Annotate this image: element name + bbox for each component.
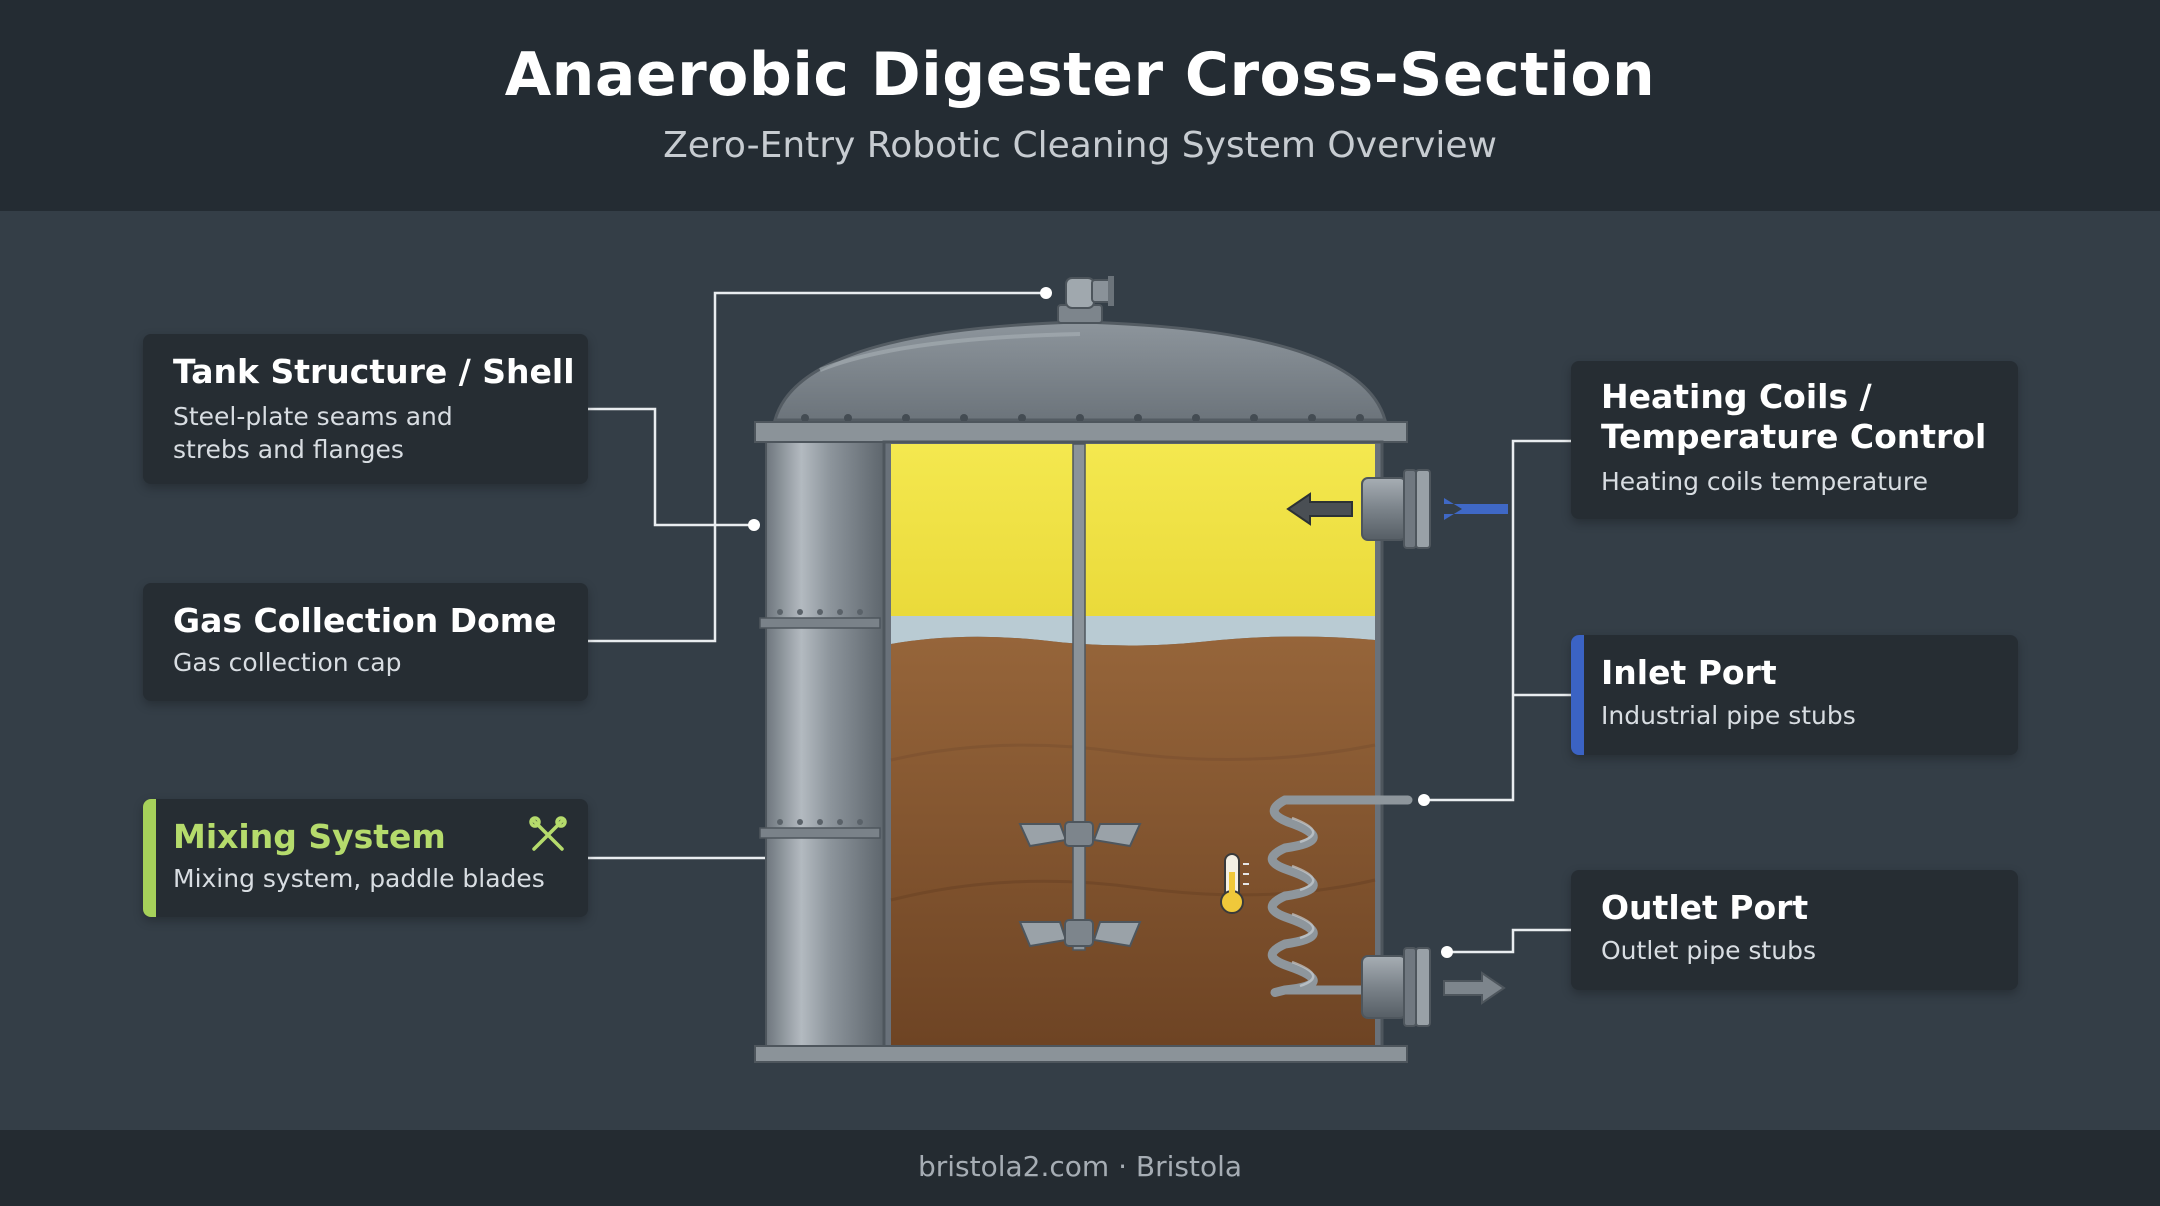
gas-collection-dome [773,320,1387,422]
inflow-arrow-internal [1286,492,1353,526]
card-desc: Mixing system, paddle blades [173,864,545,893]
card-title: Mixing System [173,817,446,856]
footer-bar [0,1130,2160,1206]
connector-dot-gas [1040,287,1052,299]
connector-outlet [1447,928,1571,954]
accent-bar [143,799,156,917]
connector-dot-coil [1418,794,1430,806]
connector-tank-shell [588,407,754,527]
card-desc-line2: strebs and flanges [173,435,404,464]
tank-base-rim [754,1045,1408,1063]
dome-bolts [801,414,1364,422]
accent-bar [1571,635,1584,755]
inlet-port-stub [1361,469,1431,549]
outlet-flow-arrow [1443,971,1506,1005]
card-tank-structure: Tank Structure / Shell Steel-plate seams… [143,334,588,484]
mixer-shaft [1072,443,1086,951]
card-gas-dome: Gas Collection Dome Gas collection cap [143,583,588,701]
connector-heating [1424,439,1571,802]
heating-coil [1267,795,1413,997]
card-title: Outlet Port [1601,888,1809,927]
inlet-flow-arrow [1444,498,1508,520]
card-inlet-port: Inlet Port Industrial pipe stubs [1571,635,2018,755]
thermometer-icon [1220,853,1249,914]
card-heating-coils: Heating Coils / Temperature Control Heat… [1571,361,2018,519]
card-title: Gas Collection Dome [173,601,557,640]
card-desc: Gas collection cap [173,648,402,677]
connector-dot-outlet [1441,946,1453,958]
card-desc: Heating coils temperature [1601,467,1928,496]
card-desc-line1: Steel-plate seams and [173,402,453,431]
card-title: Inlet Port [1601,653,1777,692]
connector-gas-dome [588,291,1046,643]
card-title-line2: Temperature Control [1601,417,1987,456]
tank-top-rim [754,421,1408,443]
page-title: Anaerobic Digester Cross-Section [504,40,1656,110]
card-desc: Outlet pipe stubs [1601,936,1816,965]
card-outlet-port: Outlet Port Outlet pipe stubs [1571,870,2018,990]
header-bar [0,0,2160,211]
biogas-zone [891,444,1375,616]
connector-dot-shell [748,519,760,531]
card-desc: Industrial pipe stubs [1601,701,1856,730]
tank-shell-column [765,441,885,1051]
footer-credit: bristola2.com · Bristola [917,1150,1243,1183]
card-title-line1: Heating Coils / [1601,377,1872,416]
crossed-tools-icon [529,816,567,851]
outlet-port-stub [1361,947,1431,1027]
paddle-blades [1018,821,1142,948]
card-title: Tank Structure / Shell [173,352,575,391]
card-mixing-system: Mixing System Mixing system, paddle blad… [143,799,588,917]
liquid-surface [891,616,1375,646]
page-subtitle: Zero-Entry Robotic Cleaning System Overv… [663,125,1497,166]
top-gas-valve [1057,276,1114,324]
